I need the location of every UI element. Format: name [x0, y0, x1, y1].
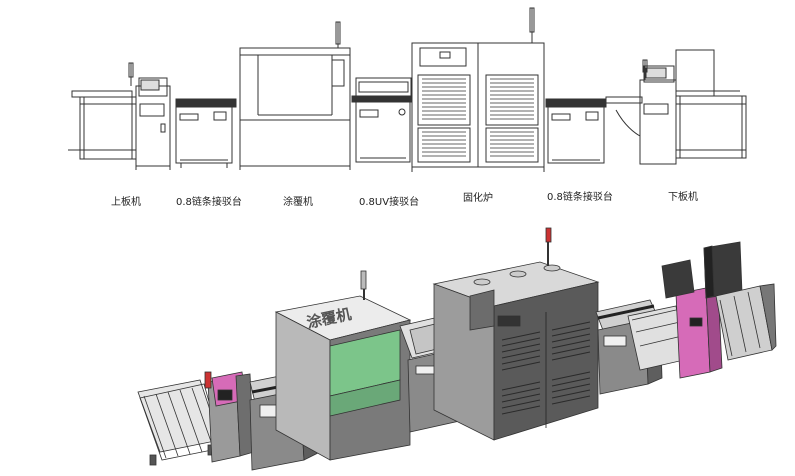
- label-unloader: 下板机: [668, 190, 698, 203]
- uv-conveyor-elevation: [351, 77, 413, 163]
- label-loader: 上板机: [111, 195, 141, 208]
- label-curing-oven: 固化炉: [463, 191, 493, 204]
- coater-3d: 涂覆机: [274, 270, 412, 461]
- label-conveyor-1: 0.8链条接驳台: [176, 195, 242, 208]
- unloader-3d: [627, 241, 777, 379]
- loader-elevation: [68, 62, 171, 170]
- label-conveyor-2: 0.8链条接驳台: [547, 190, 613, 203]
- label-coater: 涂覆机: [283, 195, 313, 208]
- isometric-view: 涂覆机: [137, 227, 777, 471]
- oven-3d-vent-slats: [501, 321, 591, 415]
- conveyor-1-elevation: [175, 98, 237, 168]
- coater-elevation: [239, 21, 351, 170]
- conveyor-2-elevation: [545, 98, 607, 164]
- curing-oven-elevation: [411, 7, 545, 172]
- elevation-view: [68, 7, 747, 172]
- station-labels: 上板机 0.8链条接驳台 涂覆机 0.8UV接驳台 固化炉 0.8链条接驳台 下…: [111, 190, 698, 208]
- loader-3d: [137, 371, 255, 466]
- label-uv-conveyor: 0.8UV接驳台: [359, 195, 419, 208]
- unloader-elevation: [605, 49, 747, 165]
- oven-vent-slats: [422, 78, 534, 157]
- curing-oven-3d: [432, 227, 600, 441]
